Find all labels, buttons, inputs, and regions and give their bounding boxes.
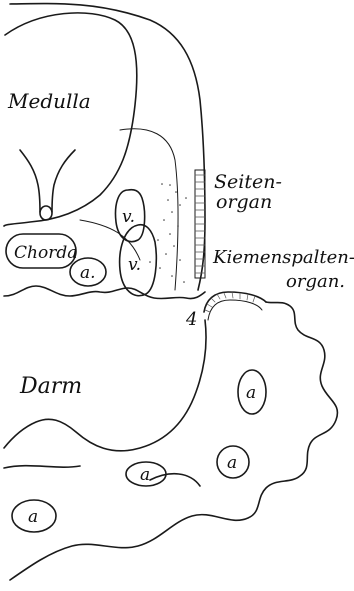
label-chorda: Chorda bbox=[14, 243, 77, 263]
label-v-upper: v. bbox=[122, 207, 135, 227]
darm-outline bbox=[4, 302, 337, 580]
label-a-2: a bbox=[246, 383, 256, 403]
label-seitenorgan-1: Seiten- bbox=[214, 171, 282, 193]
ventral-line bbox=[4, 466, 200, 486]
label-seitenorgan-2: organ bbox=[216, 191, 272, 213]
kiemenspaltenorgan-inner bbox=[208, 300, 262, 320]
label-kiemenspaltenorgan-1: Kiemenspalten- bbox=[212, 247, 354, 268]
label-a-1: a. bbox=[80, 263, 96, 283]
label-darm: Darm bbox=[19, 374, 82, 399]
stipple-dots bbox=[149, 183, 187, 283]
label-kiemenspaltenorgan-2: organ. bbox=[286, 271, 345, 292]
label-v-lower: v. bbox=[128, 255, 141, 275]
medulla-outline bbox=[4, 13, 137, 226]
label-number: 4 bbox=[185, 309, 197, 330]
label-a-4: a bbox=[140, 465, 150, 485]
label-medulla: Medulla bbox=[7, 89, 91, 113]
central-canal bbox=[20, 150, 75, 212]
label-a-5: a bbox=[28, 507, 38, 527]
central-canal-end bbox=[40, 206, 52, 220]
label-a-3: a bbox=[227, 453, 237, 473]
kiemenspaltenorgan-arc bbox=[204, 292, 266, 312]
